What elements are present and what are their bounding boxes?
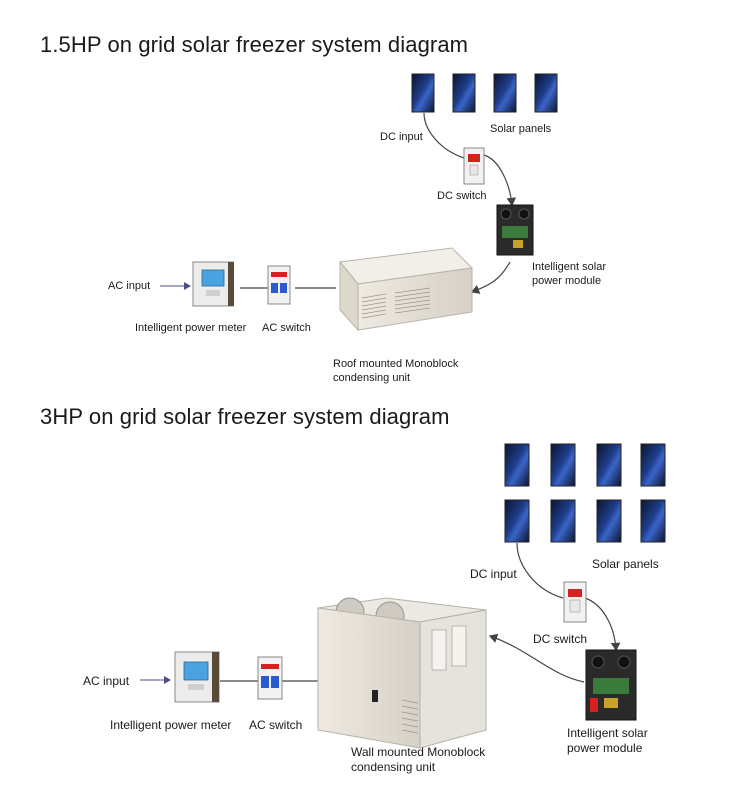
power-meter-1 bbox=[192, 261, 234, 307]
dc-switch-to-module-wire-2 bbox=[584, 597, 621, 652]
solar-panel bbox=[640, 443, 666, 487]
dc-switch-label-2: DC switch bbox=[533, 632, 588, 646]
power-meter-label-1: Intelligent power meter bbox=[135, 322, 247, 334]
solar-panel bbox=[550, 443, 576, 487]
solar-panel bbox=[452, 73, 476, 113]
module-label-line1-1: Intelligent solar bbox=[532, 261, 606, 273]
solar-panel bbox=[504, 443, 530, 487]
dc-input-wire-2 bbox=[516, 542, 564, 599]
roof-monoblock-unit-1 bbox=[339, 247, 474, 332]
diagram2-title: 3HP on grid solar freezer system diagram bbox=[40, 404, 450, 429]
dc-switch-label-1: DC switch bbox=[437, 190, 487, 202]
solar-power-module-2 bbox=[585, 649, 637, 721]
solar-panels-label-2: Solar panels bbox=[592, 557, 659, 571]
diagram1-title: 1.5HP on grid solar freezer system diagr… bbox=[40, 32, 469, 57]
solar-panel bbox=[493, 73, 517, 113]
power-meter-2 bbox=[174, 651, 220, 703]
solar-panel bbox=[411, 73, 435, 113]
unit-label-line2-1: condensing unit bbox=[333, 372, 411, 384]
module-label-line1-2: Intelligent solar bbox=[567, 726, 648, 740]
module-to-unit-wire-2 bbox=[488, 633, 585, 683]
ac-input-label-2: AC input bbox=[83, 674, 130, 688]
solar-panel bbox=[504, 499, 530, 543]
unit-label-line2-2: condensing unit bbox=[351, 760, 436, 774]
solar-panels-1 bbox=[411, 73, 558, 113]
ac-input-label-1: AC input bbox=[108, 280, 151, 292]
solar-panel bbox=[550, 499, 576, 543]
dc-input-label-1: DC input bbox=[380, 131, 423, 143]
ac-switch-label-2: AC switch bbox=[249, 718, 303, 732]
module-label-line2-1: power module bbox=[532, 275, 602, 287]
ac-switch-label-1: AC switch bbox=[262, 322, 311, 334]
wall-monoblock-unit-2 bbox=[317, 597, 487, 749]
dc-switch-1 bbox=[463, 147, 485, 185]
solar-panel bbox=[640, 499, 666, 543]
solar-panel bbox=[534, 73, 558, 113]
solar-panel bbox=[596, 499, 622, 543]
solar-panels-2 bbox=[504, 443, 666, 543]
ac-switch-2 bbox=[257, 656, 283, 700]
solar-panel bbox=[596, 443, 622, 487]
unit-label-line1-1: Roof mounted Monoblock bbox=[333, 358, 459, 370]
unit-label-line1-2: Wall mounted Monoblock bbox=[351, 745, 486, 759]
dc-switch-2 bbox=[563, 581, 587, 623]
solar-panels-label-1: Solar panels bbox=[490, 123, 552, 135]
module-to-unit-wire-1 bbox=[470, 261, 511, 294]
module-label-line2-2: power module bbox=[567, 741, 643, 755]
dc-input-label-2: DC input bbox=[470, 567, 517, 581]
ac-switch-1 bbox=[267, 265, 291, 305]
dc-input-wire-1 bbox=[423, 112, 465, 159]
dc-switch-to-module-wire-1 bbox=[483, 154, 517, 207]
solar-power-module-1 bbox=[496, 204, 534, 256]
power-meter-label-2: Intelligent power meter bbox=[110, 718, 232, 732]
